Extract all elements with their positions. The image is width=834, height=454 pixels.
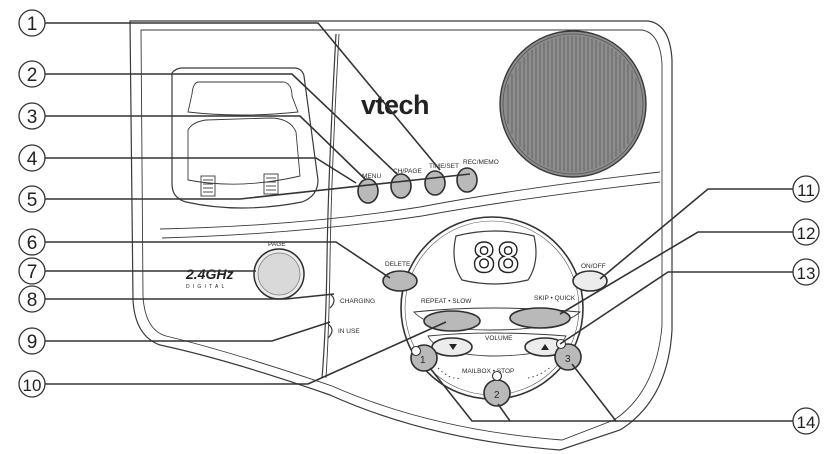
svg-text:3: 3 bbox=[27, 107, 38, 128]
time-set-button[interactable] bbox=[424, 170, 446, 196]
svg-text:12: 12 bbox=[797, 224, 816, 243]
base-unit-body bbox=[129, 20, 673, 451]
svg-text:6: 6 bbox=[27, 233, 38, 254]
page-label: PAGE bbox=[268, 241, 286, 248]
message-counter-digits: 88 bbox=[472, 236, 520, 282]
ch-page-button[interactable] bbox=[390, 173, 412, 199]
digital-logo: 2.4GHz DIGITAL bbox=[185, 266, 233, 290]
callout-9: 9 bbox=[18, 327, 46, 355]
handset-cradle bbox=[171, 67, 319, 209]
answering-machine-panel: 88 DELETE ON/OFF REPEAT • SLOW SKIP • QU… bbox=[382, 216, 608, 407]
leader-lines bbox=[44, 22, 793, 422]
delete-button[interactable] bbox=[382, 270, 418, 292]
repeat-slow-label: REPEAT • SLOW bbox=[421, 298, 472, 305]
callouts: 1 2 3 4 5 6 7 8 bbox=[18, 9, 820, 435]
svg-text:8: 8 bbox=[27, 290, 38, 311]
callout-3: 3 bbox=[18, 102, 46, 130]
ghz-logo-text: 2.4GHz bbox=[185, 266, 233, 282]
mailbox-stop-label: MAILBOX • STOP bbox=[462, 368, 514, 375]
callout-13: 13 bbox=[792, 258, 820, 286]
on-off-label: ON/OFF bbox=[581, 263, 606, 270]
on-off-button[interactable] bbox=[572, 270, 608, 292]
skip-quick-button[interactable] bbox=[509, 307, 571, 329]
callout-8: 8 bbox=[18, 285, 46, 313]
svg-text:9: 9 bbox=[27, 332, 38, 353]
mailbox-3-label: 3 bbox=[565, 354, 571, 365]
callout-7: 7 bbox=[18, 257, 46, 285]
volume-up-icon bbox=[541, 344, 549, 350]
skip-quick-label: SKIP • QUICK bbox=[534, 295, 576, 302]
time-set-label: TIME/SET bbox=[429, 163, 459, 170]
callout-2: 2 bbox=[18, 60, 46, 88]
callout-4: 4 bbox=[18, 144, 46, 172]
callout-6: 6 bbox=[18, 228, 46, 256]
svg-text:14: 14 bbox=[797, 413, 816, 432]
callout-11: 11 bbox=[792, 175, 820, 203]
svg-text:4: 4 bbox=[27, 149, 38, 170]
charging-contact-left bbox=[200, 175, 216, 197]
mailbox-1-led bbox=[410, 345, 422, 357]
callout-10: 10 bbox=[18, 370, 46, 398]
in-use-light bbox=[327, 323, 333, 339]
svg-text:13: 13 bbox=[797, 264, 816, 283]
ch-page-label: CH/PAGE bbox=[393, 168, 422, 175]
mailbox-2-led bbox=[491, 370, 503, 382]
menu-label: MENU bbox=[362, 173, 381, 180]
rec-memo-button[interactable] bbox=[456, 167, 478, 193]
callout-14: 14 bbox=[792, 407, 820, 435]
svg-text:11: 11 bbox=[797, 181, 815, 200]
charging-label: CHARGING bbox=[340, 298, 375, 305]
svg-text:10: 10 bbox=[23, 376, 42, 395]
callout-5: 5 bbox=[18, 185, 46, 213]
charging-contact-right bbox=[263, 173, 279, 195]
callout-1: 1 bbox=[18, 9, 46, 37]
mailbox-2-label: 2 bbox=[494, 390, 500, 401]
svg-text:1: 1 bbox=[27, 14, 38, 35]
volume-down-icon bbox=[449, 344, 457, 350]
callout-12: 12 bbox=[792, 218, 820, 246]
menu-button[interactable] bbox=[357, 178, 379, 204]
message-counter-display bbox=[453, 230, 537, 285]
digital-logo-text: DIGITAL bbox=[186, 284, 227, 290]
svg-text:2: 2 bbox=[27, 65, 38, 86]
speaker-grille bbox=[499, 30, 647, 178]
in-use-label: IN USE bbox=[338, 328, 360, 335]
charging-light bbox=[329, 293, 335, 309]
mailbox-1-label: 1 bbox=[420, 355, 426, 366]
delete-label: DELETE bbox=[385, 261, 411, 268]
mailbox-3-button[interactable] bbox=[554, 343, 582, 371]
svg-text:7: 7 bbox=[27, 262, 38, 283]
volume-label: VOLUME bbox=[485, 335, 513, 342]
rec-memo-label: REC/MEMO bbox=[463, 159, 499, 166]
svg-text:5: 5 bbox=[27, 190, 38, 211]
